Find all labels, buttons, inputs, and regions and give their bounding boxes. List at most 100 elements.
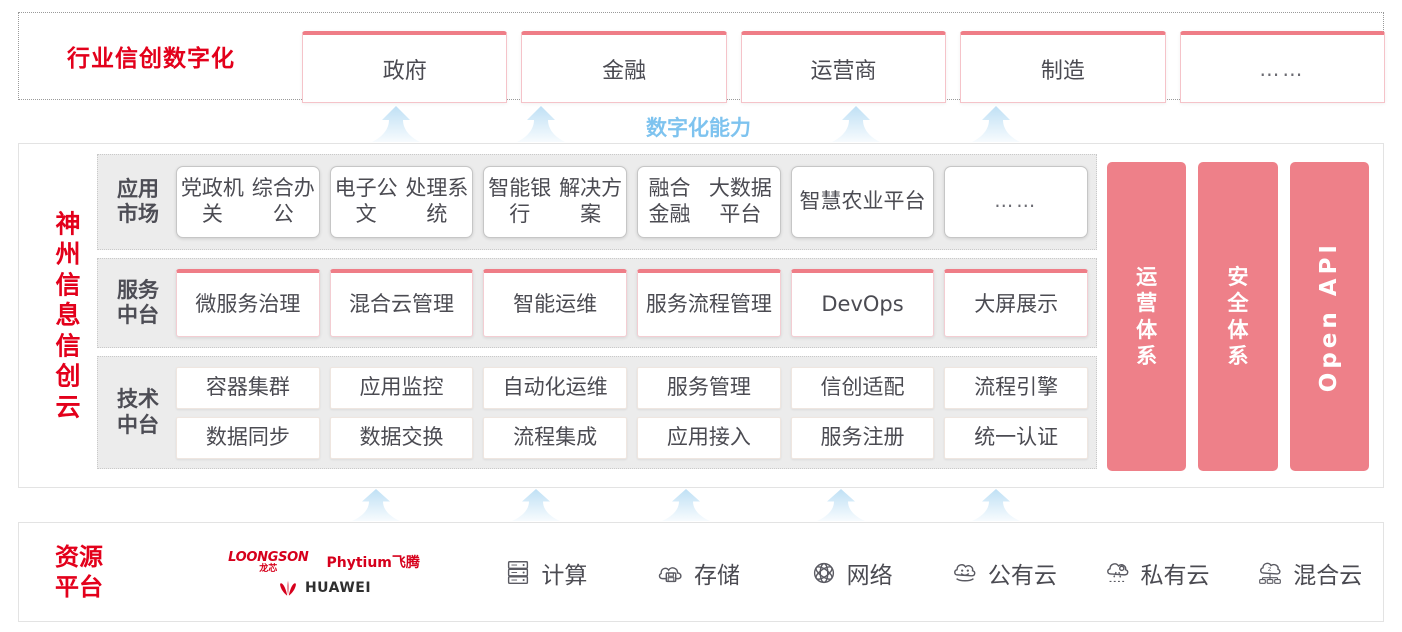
industry-box-1[interactable]: 政府 <box>302 31 508 103</box>
cell-line: 统一认证 <box>974 424 1059 449</box>
cell-application-market-2[interactable]: 电子公文处理系统 <box>329 166 474 238</box>
industry-box-3[interactable]: 运营商 <box>740 31 947 103</box>
cell-line: 电子公文 <box>334 176 398 226</box>
resource-item-3[interactable]: 网络 <box>774 556 927 590</box>
network-mesh-icon <box>809 558 839 588</box>
cell-technology-platform-2-2[interactable]: 数据交换 <box>329 416 474 459</box>
cell-application-market-4[interactable]: 融合金融大数据平台 <box>637 166 781 238</box>
industry-box-2[interactable]: 金融 <box>521 31 727 103</box>
pillar-3[interactable]: Open API <box>1289 162 1369 471</box>
cell-technology-platform-1-3[interactable]: 自动化运维 <box>483 366 628 409</box>
cell-line: 中台 <box>117 412 159 437</box>
resource-item-label-4: 公有云 <box>987 563 1057 589</box>
cell-technology-platform-2-1[interactable]: 数据同步 <box>176 416 320 459</box>
cell-line: DevOps <box>821 291 904 316</box>
cloud-layer-list: 应用市场党政机关综合办公电子公文处理系统智能银行解决方案融合金融大数据平台智慧农… <box>97 154 1097 479</box>
cell-line: 应用接入 <box>666 424 751 449</box>
phytium-logo: Phytium飞腾 <box>326 555 420 571</box>
pillar-1[interactable]: 运营体系 <box>1107 162 1187 471</box>
cloud-storage-icon <box>656 558 686 588</box>
cell-technology-platform-2-3[interactable]: 流程集成 <box>483 416 628 459</box>
cell-stack-technology-platform: 容器集群 应用监控自动化运维 服务管理 信创适配流程引擎数据同步数据交换 流程集成 应用接… <box>176 357 1089 468</box>
cell-technology-platform-1-1[interactable]: 容器集群 <box>176 366 320 409</box>
resource-item-1[interactable]: 计算 <box>469 556 622 590</box>
cloud-title-char: 信 <box>55 269 81 299</box>
cell-row-1: 容器集群 应用监控自动化运维 服务管理 信创适配流程引擎 <box>176 366 1089 409</box>
cell-line: 管理 <box>729 291 772 316</box>
pillar-char: 运 <box>1136 265 1158 289</box>
cell-service-platform-1[interactable]: 微服务治理 <box>176 269 320 337</box>
cell-line: 应用 <box>117 176 159 201</box>
cell-technology-platform-1-6[interactable]: 流程引擎 <box>944 366 1089 409</box>
resource-item-label-1: 计算 <box>541 563 588 589</box>
cell-line: 综合办公 <box>251 176 315 226</box>
cell-technology-platform-1-4[interactable]: 服务管理 <box>637 366 781 409</box>
cell-line: 服务 <box>117 277 159 302</box>
public-cloud-icon <box>950 558 980 588</box>
capability-arrow-2 <box>513 106 569 142</box>
resource-item-5[interactable]: 私有云 <box>1080 556 1233 590</box>
svg-text:z: z <box>1268 565 1272 573</box>
cell-application-market-1[interactable]: 党政机关综合办公 <box>176 166 320 238</box>
layer-label-technology-platform: 技术中台 <box>108 387 168 437</box>
cell-line: 管理 <box>412 291 454 316</box>
cell-service-platform-5[interactable]: DevOps <box>790 269 935 337</box>
capability-arrow-4 <box>968 106 1024 142</box>
cell-application-market-6[interactable]: …… <box>944 166 1089 238</box>
pillar-label-1: 运营体系 <box>1135 264 1159 369</box>
pillar-char: 营 <box>1136 291 1158 316</box>
cell-line: 大数据平台 <box>708 176 772 226</box>
cell-line: 技术 <box>117 387 159 412</box>
huawei-logo: HUAWEI <box>277 580 371 596</box>
industry-box-5[interactable]: …… <box>1179 31 1386 103</box>
resource-item-2[interactable]: 存储 <box>622 556 775 590</box>
resource-title-line: 资源 <box>55 543 103 571</box>
digital-capability-label: 数字化能力 <box>646 116 751 140</box>
cell-line: 微服务 <box>195 291 259 316</box>
cell-line: 智慧农业 <box>799 189 884 214</box>
cloud-panel: 神州信息信创云 应用市场党政机关综合办公电子公文处理系统智能银行解决方案融合金融… <box>18 143 1384 488</box>
cell-line: 流程集成 <box>513 424 598 449</box>
cell-technology-platform-1-5[interactable]: 信创适配 <box>790 366 935 409</box>
cell-line: 容器集群 <box>205 374 290 399</box>
cell-application-market-5[interactable]: 智慧农业平台 <box>790 166 935 238</box>
pillar-2[interactable]: 安全体系 <box>1198 162 1278 471</box>
capability-arrow-3 <box>828 106 884 142</box>
cloud-title-char: 云 <box>55 391 81 421</box>
resource-item-4[interactable]: 公有云 <box>927 556 1080 590</box>
cloud-pillar-list: 运营体系 安全体系 Open API <box>1107 162 1369 471</box>
resource-item-label-3: 网络 <box>846 563 893 589</box>
resource-arrow-4 <box>813 489 869 521</box>
cell-line: 服务管理 <box>666 374 751 399</box>
industry-band-title: 行业信创数字化 <box>67 46 235 72</box>
cloud-panel-title: 神州信息信创云 <box>46 209 90 423</box>
loongson-logo-en: LOONGSON <box>228 549 309 565</box>
cell-service-platform-3[interactable]: 智能运维 <box>483 269 628 337</box>
cell-technology-platform-1-2[interactable]: 应用监控 <box>329 366 474 409</box>
cell-technology-platform-2-6[interactable]: 统一认证 <box>944 416 1089 459</box>
loongson-logo: LOONGSON 龙芯 <box>228 549 309 574</box>
cell-technology-platform-2-5[interactable]: 服务注册 <box>790 416 935 459</box>
cell-application-market-3[interactable]: 智能银行解决方案 <box>483 166 628 238</box>
cell-line: 解决方案 <box>559 176 623 226</box>
cell-line: 服务注册 <box>820 424 905 449</box>
cell-service-platform-4[interactable]: 服务流程管理 <box>637 269 781 337</box>
resource-arrow-3 <box>658 489 714 521</box>
pillar-char: 系 <box>1136 343 1158 368</box>
pillar-label-2: 安全体系 <box>1226 264 1250 369</box>
cloud-title-char: 创 <box>55 361 81 391</box>
layer-label-service-platform: 服务中台 <box>108 278 168 328</box>
cell-line: 处理系统 <box>405 176 469 226</box>
industry-box-4[interactable]: 制造 <box>960 31 1166 103</box>
cell-service-platform-2[interactable]: 混合云管理 <box>329 269 474 337</box>
resource-arrow-5 <box>968 489 1024 521</box>
resource-platform-panel: 资源平台 LOONGSON 龙芯 Phytium飞腾 <box>18 522 1384 622</box>
cell-technology-platform-2-4[interactable]: 应用接入 <box>637 416 781 459</box>
pillar-label-3: Open API <box>1316 240 1343 393</box>
cell-line: 混合云 <box>349 291 412 316</box>
cell-service-platform-6[interactable]: 大屏展示 <box>944 269 1089 337</box>
